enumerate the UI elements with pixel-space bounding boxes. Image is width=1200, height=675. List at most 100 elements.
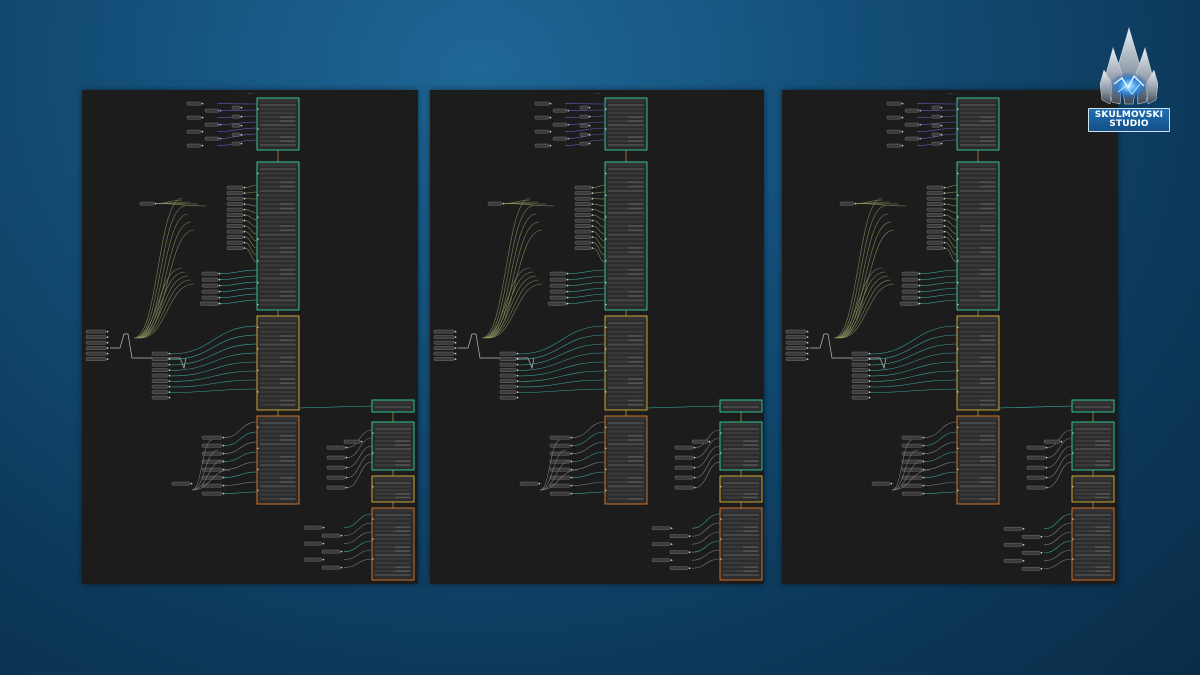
node-field xyxy=(980,404,995,406)
node-row xyxy=(608,172,644,175)
node-header xyxy=(372,508,414,513)
input-node xyxy=(231,123,241,128)
node-wire xyxy=(139,229,195,339)
node-socket xyxy=(1040,535,1043,538)
node-row xyxy=(260,377,296,381)
node-field xyxy=(628,439,643,441)
node-field xyxy=(280,185,295,188)
node-field xyxy=(395,440,410,442)
node-row xyxy=(608,120,644,123)
node-socket xyxy=(605,304,607,306)
node-row xyxy=(1075,558,1111,561)
node-socket xyxy=(591,208,594,211)
node-socket xyxy=(516,363,519,366)
node-wire xyxy=(944,191,958,194)
node-row xyxy=(608,343,644,346)
node-row xyxy=(608,377,644,381)
input-node xyxy=(574,224,592,228)
input-node xyxy=(433,357,455,361)
input-node xyxy=(899,301,919,306)
node-row xyxy=(960,395,996,398)
node-wire xyxy=(135,271,186,339)
node-wire xyxy=(483,205,534,339)
node-wire xyxy=(343,540,373,552)
node-row xyxy=(960,403,996,406)
node-socket xyxy=(693,446,696,449)
input-node xyxy=(552,108,568,113)
node-row xyxy=(960,140,996,143)
node-header xyxy=(720,400,762,405)
input-node xyxy=(186,143,202,148)
node-row xyxy=(960,303,996,306)
node-row xyxy=(1075,436,1111,439)
input-node xyxy=(186,115,202,120)
node-socket xyxy=(516,385,519,388)
input-node xyxy=(574,218,592,223)
input-node xyxy=(926,207,944,212)
node-row xyxy=(260,268,296,271)
node-wire xyxy=(133,197,183,339)
node-row xyxy=(960,426,996,429)
node-field xyxy=(743,464,758,466)
node-row xyxy=(723,452,759,455)
node-row xyxy=(608,176,644,179)
node-socket xyxy=(918,296,921,299)
node-wire xyxy=(567,269,606,274)
node-field xyxy=(628,269,643,271)
node-field xyxy=(628,361,643,363)
node-wire xyxy=(869,379,958,388)
node-header xyxy=(1072,476,1114,481)
node-socket xyxy=(257,468,259,471)
input-node xyxy=(901,277,919,282)
node-row xyxy=(260,472,296,475)
node-socket xyxy=(1040,567,1043,570)
node-row xyxy=(960,455,996,458)
node-header xyxy=(720,508,762,513)
node-socket xyxy=(218,278,221,281)
node-row xyxy=(608,211,644,214)
node-row xyxy=(260,356,296,359)
node-row xyxy=(723,562,759,565)
node-wire xyxy=(592,225,606,235)
node-field xyxy=(628,120,643,122)
node-field xyxy=(280,203,295,205)
node-socket xyxy=(670,543,673,546)
node-row xyxy=(960,485,996,488)
input-node xyxy=(579,105,589,110)
node-wire xyxy=(869,370,958,382)
node-socket xyxy=(106,347,109,349)
node-row xyxy=(608,229,644,232)
node-row xyxy=(608,268,644,271)
node-socket xyxy=(516,369,519,371)
node-row xyxy=(960,281,996,284)
node-row xyxy=(960,124,996,127)
node-socket xyxy=(502,202,505,205)
node-header xyxy=(605,416,647,421)
input-node xyxy=(1026,485,1046,490)
node-socket xyxy=(868,358,871,360)
node-socket xyxy=(190,482,193,485)
node-row xyxy=(375,460,411,463)
node-row xyxy=(723,464,759,467)
node-row xyxy=(960,447,996,450)
node-wire xyxy=(694,453,721,478)
node-field xyxy=(980,290,995,293)
input-node xyxy=(549,289,567,294)
input-node xyxy=(231,141,241,146)
node-wire xyxy=(592,203,606,207)
node-socket xyxy=(918,284,921,287)
node-row xyxy=(1075,574,1111,577)
node-field xyxy=(280,251,295,253)
input-node xyxy=(851,390,869,394)
node-socket xyxy=(257,238,259,240)
node-wire xyxy=(486,221,540,339)
node-field xyxy=(980,361,995,363)
input-node xyxy=(904,136,920,141)
node-row xyxy=(960,480,996,484)
node-socket xyxy=(372,452,374,454)
input-node xyxy=(674,485,694,490)
node-row xyxy=(960,181,996,184)
node-socket xyxy=(1072,558,1074,560)
node-row xyxy=(608,459,644,463)
node-socket xyxy=(720,486,722,488)
